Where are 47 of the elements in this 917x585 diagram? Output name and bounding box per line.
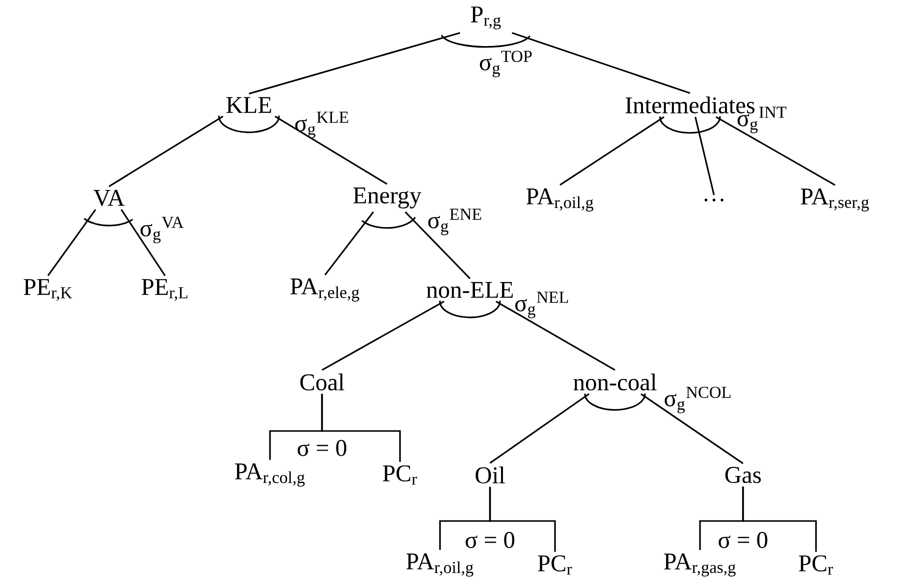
connector-line xyxy=(716,116,836,186)
zero-elasticity-label: σ = 0 xyxy=(718,532,768,548)
bracket-line xyxy=(321,394,401,462)
tree-node-label: PA$_{r,oil,g}$ xyxy=(526,188,594,212)
connector-line xyxy=(322,300,444,371)
connector-line xyxy=(324,211,374,276)
connector-line xyxy=(404,211,471,280)
tree-node-label: PC$_{r}$ xyxy=(798,555,833,575)
elasticity-label: σ$_{g}$NCOL xyxy=(664,386,730,414)
connector-line xyxy=(120,209,166,276)
tree-node-label: PE$_{r,L}$ xyxy=(142,279,188,301)
tree-node-label: Oil xyxy=(476,466,505,484)
tree-node-label: PE$_{r,K}$ xyxy=(24,279,72,301)
connector-line xyxy=(496,300,616,371)
elasticity-label: σ$_{g}$TOP xyxy=(480,50,532,78)
connector-line xyxy=(490,393,590,464)
tree-node-label: PC$_{r}$ xyxy=(382,465,417,485)
elasticity-label: σ$_{g}$NEL xyxy=(515,292,568,318)
tree-node-label: Coal xyxy=(300,374,344,390)
elasticity-label: σ$_{g}$VA xyxy=(140,216,184,244)
tree-node-label: VA xyxy=(94,190,125,206)
tree-node-label: PA$_{r,ser,g}$ xyxy=(800,188,869,212)
tree-node-label: KLE xyxy=(226,97,272,113)
tree-node-label: Energy xyxy=(353,188,422,208)
elasticity-label: σ$_{g}$ENE xyxy=(428,208,482,236)
tree-node-label: PA$_{r,oil,g}$ xyxy=(406,553,474,577)
bracket-line xyxy=(489,486,556,552)
tree-node-label: … xyxy=(704,198,724,202)
tree-node-label: non-coal xyxy=(574,374,657,390)
tree-node-label: PA$_{r,col,g}$ xyxy=(235,463,305,487)
tree-node-label: Gas xyxy=(725,466,761,484)
tree-node-label: PC$_{r}$ xyxy=(538,555,572,575)
connector-line xyxy=(274,116,388,185)
bracket-line xyxy=(742,486,817,552)
tree-node-label: P$_{r,g}$ xyxy=(470,6,501,30)
zero-elasticity-label: σ = 0 xyxy=(466,532,514,548)
connector-line xyxy=(694,116,715,196)
tree-node-label: PA$_{r,gas,g}$ xyxy=(664,554,736,576)
connector-line xyxy=(108,116,224,188)
connector-line xyxy=(640,393,744,464)
zero-elasticity-label: σ = 0 xyxy=(298,440,346,456)
connector-line xyxy=(560,116,664,186)
connector-line xyxy=(47,209,96,276)
connector-line xyxy=(248,32,460,94)
tree-node-label: non-ELE xyxy=(426,282,513,298)
tree-node-label: PA$_{r,ele,g}$ xyxy=(290,278,360,302)
connector-line xyxy=(512,32,690,94)
